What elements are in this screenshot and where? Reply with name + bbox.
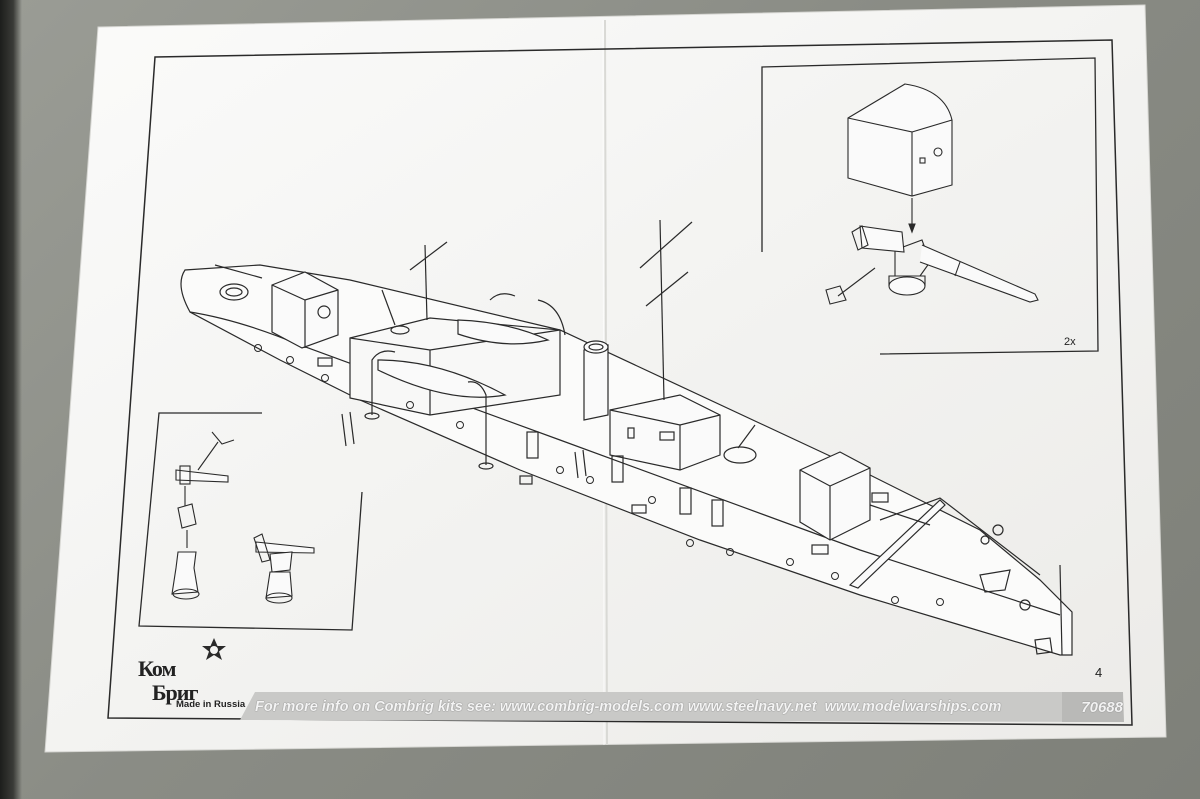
logo-wordmark-line2: Бриг bbox=[152, 680, 198, 705]
star-icon bbox=[202, 638, 226, 660]
turret-assembly-drawing bbox=[825, 83, 1039, 305]
ship-main-drawing bbox=[180, 219, 1073, 656]
footer-band bbox=[240, 692, 1122, 722]
gun-assembly-drawing bbox=[171, 431, 315, 604]
page-border bbox=[107, 39, 1133, 726]
table-edge-shadow bbox=[0, 0, 22, 799]
quantity-label: 2x bbox=[1064, 336, 1076, 348]
turret-detail-box bbox=[761, 57, 1099, 355]
logo-wordmark-line1: Ком bbox=[138, 656, 176, 681]
page-number: 4 bbox=[1095, 665, 1103, 680]
footer-info-text: For more info on Combrig kits see: www.c… bbox=[255, 699, 1002, 715]
kit-number: 70688 bbox=[1081, 699, 1123, 716]
logo-tagline: Made in Russia bbox=[176, 699, 246, 710]
gun-detail-box bbox=[138, 412, 363, 631]
